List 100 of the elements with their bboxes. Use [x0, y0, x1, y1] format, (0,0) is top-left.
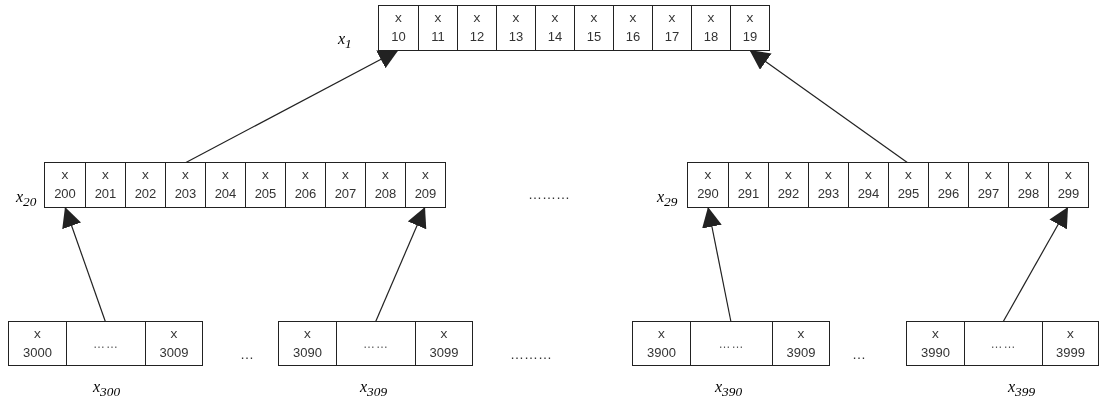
arrow	[1002, 206, 1069, 323]
cell-index: 10	[391, 28, 406, 46]
cell-value: x	[381, 167, 390, 185]
cell-value: x	[629, 10, 637, 28]
array-name: x$_{300}$	[93, 378, 121, 401]
cell-value: x	[1066, 325, 1075, 344]
array-name: x$_{390}$	[715, 378, 743, 401]
cell-index: 3999	[1056, 343, 1085, 362]
cell-value: x	[301, 167, 310, 185]
cell-value: x	[303, 325, 312, 344]
cell-value: x	[473, 10, 481, 28]
cell-index: 209	[414, 185, 437, 203]
cell-value: x	[341, 167, 350, 185]
cell-index: 14	[547, 28, 563, 46]
cell-index: 202	[134, 185, 157, 203]
cell-index: 292	[777, 185, 800, 203]
cell-value: x	[704, 167, 712, 185]
ellipsis-text: ……	[363, 335, 389, 353]
cell-index: 205	[254, 185, 277, 203]
cell-index: 13	[508, 28, 524, 46]
cell-index: 204	[214, 185, 237, 203]
cell-value: x	[440, 325, 448, 344]
array-box	[278, 321, 473, 366]
array-box	[906, 321, 1099, 366]
cell-value: x	[394, 10, 403, 28]
cell-index: 295	[897, 185, 920, 203]
cell-value: x	[931, 325, 940, 344]
cell-value: x	[744, 167, 753, 185]
cell-value: x	[824, 167, 833, 185]
cell-value: x	[746, 10, 754, 28]
cell-index: 3000	[23, 343, 52, 362]
arrow	[748, 49, 909, 164]
array-box	[44, 162, 446, 208]
cell-index: 298	[1017, 185, 1040, 203]
cell-index: 3900	[647, 343, 676, 362]
cell-value: x	[434, 10, 442, 28]
cell-index: 3090	[293, 343, 322, 362]
array-box	[632, 321, 830, 366]
cell-value: x	[904, 167, 913, 185]
array-box	[378, 5, 770, 51]
cell-index: 16	[625, 28, 641, 46]
array-name: x$_{20}$	[16, 188, 37, 211]
cell-index: 3009	[159, 343, 189, 362]
cell-value: x	[261, 167, 270, 185]
cell-index: 17	[664, 28, 680, 46]
cell-value: x	[512, 10, 520, 28]
array-box	[8, 321, 203, 366]
cell-value: x	[1024, 167, 1033, 185]
cell-index: 201	[94, 185, 117, 203]
cell-value: x	[170, 325, 178, 344]
array-name: x$_{309}$	[360, 378, 388, 401]
cell-value: x	[668, 10, 676, 28]
cell-value: x	[181, 167, 190, 185]
arrow	[184, 49, 400, 164]
cell-index: 3099	[429, 343, 459, 362]
cell-value: x	[1064, 167, 1073, 185]
cell-value: x	[707, 10, 715, 28]
cell-value: x	[101, 167, 110, 185]
ellipsis-text: ……	[718, 335, 745, 353]
arrow	[374, 206, 427, 323]
cell-index: 3909	[786, 343, 816, 362]
cell-index: 206	[294, 185, 317, 203]
ellipsis-text: ………	[510, 346, 552, 362]
cell-value: x	[797, 325, 805, 344]
cell-value: x	[784, 167, 793, 185]
array-box	[687, 162, 1089, 208]
cell-index: 18	[703, 28, 719, 46]
cell-value: x	[221, 167, 230, 185]
ellipsis-text: ……	[990, 335, 1017, 353]
ellipsis-text: …	[852, 346, 866, 362]
cell-value: x	[421, 167, 430, 185]
cell-value: x	[551, 10, 559, 28]
cell-index: 297	[977, 185, 1000, 203]
cell-value: x	[984, 167, 993, 185]
ellipsis-text: ……	[93, 335, 119, 353]
arrow	[62, 206, 107, 323]
cell-index: 19	[742, 28, 758, 46]
cell-value: x	[590, 10, 598, 28]
cell-value: x	[864, 167, 873, 185]
cell-index: 12	[469, 28, 485, 46]
cell-value: x	[944, 167, 953, 185]
cell-index: 291	[737, 185, 760, 203]
cell-index: 207	[334, 185, 357, 203]
cell-index: 294	[857, 185, 880, 203]
cell-index: 3990	[921, 343, 950, 362]
cell-value: x	[141, 167, 150, 185]
cell-index: 290	[697, 185, 719, 203]
cell-index: 299	[1057, 185, 1080, 203]
cell-value: x	[61, 167, 69, 185]
array-name: x$_{399}$	[1008, 378, 1036, 401]
cell-index: 200	[54, 185, 76, 203]
ellipsis-text: ………	[528, 186, 570, 202]
array-name: x$_{29}$	[657, 188, 678, 211]
cell-index: 15	[586, 28, 602, 46]
cell-index: 293	[817, 185, 840, 203]
array-name: x$_{1}$	[338, 30, 352, 53]
cell-index: 208	[374, 185, 397, 203]
arrow	[702, 206, 732, 323]
cell-value: x	[33, 325, 42, 344]
cell-value: x	[657, 325, 666, 344]
